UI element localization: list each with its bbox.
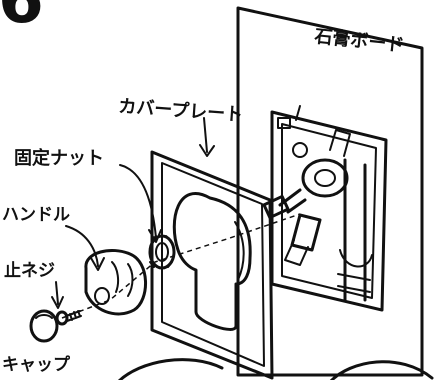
gypsum-board-panel: [236, 6, 424, 377]
stop-screw-label: 止ネジ: [4, 260, 55, 281]
cover-plate-label: カバープレート: [118, 95, 244, 126]
cap-part: [29, 309, 59, 343]
handle-label: ハンドル: [2, 205, 70, 225]
wall-box-fittings: [262, 110, 388, 312]
callout-circle-left: [118, 358, 224, 380]
callout-circle-right: [329, 360, 434, 380]
cap-label: キャップ: [2, 354, 71, 375]
gypsum-board-label: 石膏ボード: [312, 25, 405, 56]
fixing-nut-label: 固定ナット: [14, 147, 104, 169]
assembly-axis-line: [61, 213, 301, 319]
stop-screw: [55, 310, 82, 326]
step-number: 6: [0, 0, 44, 38]
leader-arrows: [51, 105, 301, 309]
handle-knob: [84, 249, 147, 316]
